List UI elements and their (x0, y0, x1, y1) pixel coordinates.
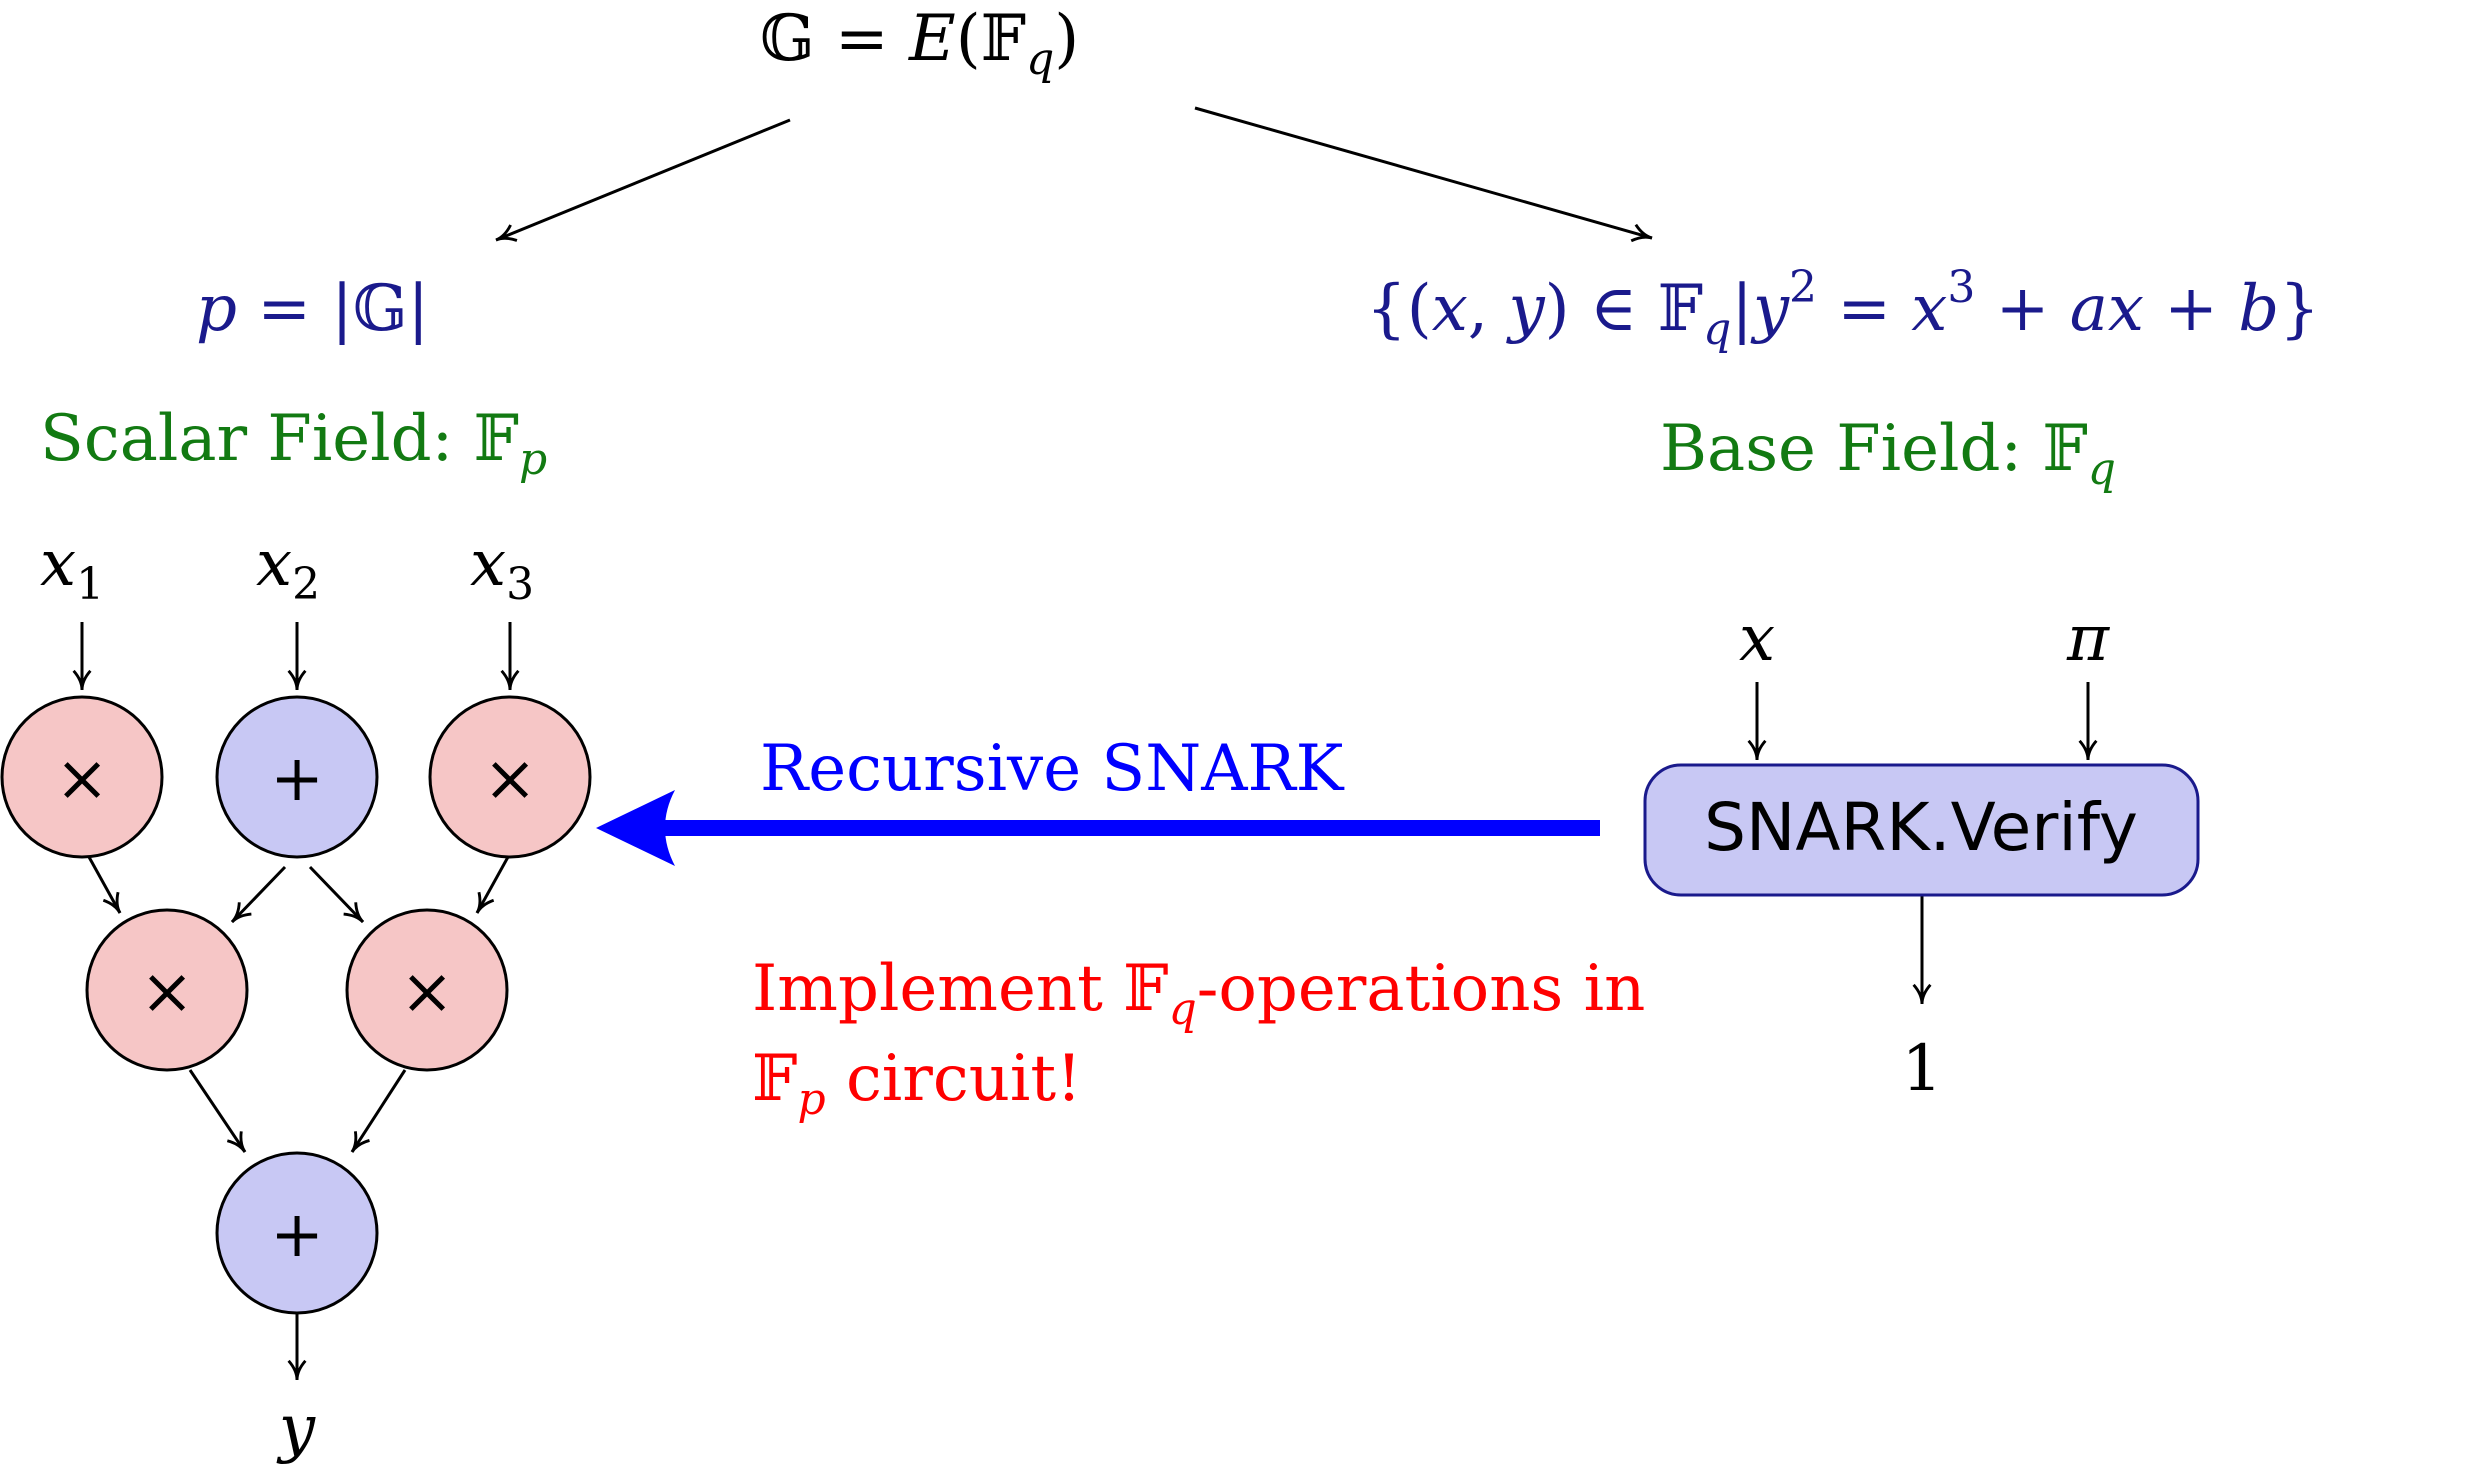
arrow-to-scalar-order (495, 118, 791, 242)
wire-g5-g6 (350, 1069, 407, 1153)
set-eq: = (1817, 272, 1911, 346)
order-eq: = | (237, 272, 353, 346)
times-icon: × (140, 955, 194, 1029)
set-b: b (2238, 272, 2279, 346)
set-bar: | (1731, 272, 1753, 346)
implement-note: Implement 𝔽q-operations in 𝔽p circuit! (752, 952, 1645, 1125)
circuit-gates: × + × × × + (0, 695, 592, 1315)
input-x2: x2 (256, 527, 320, 610)
verifier-inputs: x π (1739, 602, 2110, 676)
circuit-inputs: x1 x2 x3 (40, 527, 534, 610)
scalar-field-text: Scalar Field: (40, 402, 474, 476)
group-symbol: 𝔾 (760, 2, 815, 76)
set-comma: , (1468, 272, 1509, 346)
set-y: y (1505, 272, 1545, 346)
set-in: ) ∈ (1545, 272, 1658, 346)
set-close: } (2279, 272, 2320, 346)
right-paren: ) (1054, 2, 1079, 76)
set-field: 𝔽 (1658, 272, 1703, 346)
svg-text:𝔾 = E(𝔽q): 𝔾 = E(𝔽q) (760, 2, 1079, 85)
verifier-input-pi: π (2066, 602, 2110, 676)
verifier-output: 1 (1902, 1032, 1943, 1106)
svg-text:{(x, y) ∈ 𝔽q|y2 = x3 + ax + b: {(x, y) ∈ 𝔽q|y2 = x3 + ax + b} (1366, 262, 2320, 355)
set-exp2: 2 (1789, 262, 1817, 313)
order-p: p (196, 272, 237, 346)
arrow-to-curve-set (1194, 106, 1653, 243)
input-x1: x1 (40, 527, 104, 610)
field-symbol: 𝔽 (981, 2, 1026, 76)
times-icon: × (55, 742, 109, 816)
input-x3: x3 (470, 527, 534, 610)
scalar-field-symbol: 𝔽 (474, 402, 519, 476)
wire-g2-g4 (230, 865, 287, 924)
gate-add-1: + (215, 695, 379, 859)
svg-text:p = |𝔾|: p = |𝔾| (196, 272, 429, 346)
implement-note-line1: Implement 𝔽q-operations in (752, 952, 1645, 1035)
curve-point-set: {(x, y) ∈ 𝔽q|y2 = x3 + ax + b} (1366, 262, 2320, 355)
base-field-label: Base Field: 𝔽q (1660, 412, 2116, 495)
order-group-symbol: 𝔾 (353, 272, 408, 346)
recursive-snark-label: Recursive SNARK (760, 732, 1345, 806)
verifier-input-x: x (1739, 602, 1775, 676)
scalar-order: p = |𝔾| (196, 272, 429, 346)
equals-sign: = (815, 2, 909, 76)
times-icon: × (483, 742, 537, 816)
gate-mul-1: × (0, 695, 164, 859)
order-bar: | (408, 272, 430, 346)
gate-mul-2: × (428, 695, 592, 859)
svg-text:Scalar Field: 𝔽p: Scalar Field: 𝔽p (40, 402, 547, 485)
set-exp3: 3 (1947, 262, 1975, 313)
set-y2: y (1750, 272, 1790, 346)
wire-g4-g6 (188, 1069, 247, 1153)
circuit-output-y: y (276, 1392, 316, 1466)
set-plus2: + (2144, 272, 2238, 346)
curve-symbol: E (908, 2, 956, 76)
base-field-symbol: 𝔽 (2042, 412, 2087, 486)
gate-mul-4: × (345, 908, 509, 1072)
arrowhead-left-icon (596, 790, 675, 866)
wire-g2-g5 (308, 865, 365, 924)
implement-note-line2: 𝔽p circuit! (752, 1042, 1082, 1125)
set-x1: x (2108, 272, 2144, 346)
set-plus1: + (1975, 272, 2069, 346)
svg-text:Base Field: 𝔽q: Base Field: 𝔽q (1660, 412, 2116, 495)
gate-add-2: + (215, 1151, 379, 1315)
base-field-sub: q (2088, 444, 2116, 495)
verifier-wires (1747, 682, 2098, 1005)
base-field-text: Base Field: (1660, 412, 2042, 486)
scalar-field-sub: p (519, 434, 547, 485)
set-x: x (1432, 272, 1468, 346)
plus-icon: + (270, 742, 324, 816)
snark-verify-label: SNARK.Verify (1704, 789, 2138, 866)
wire-g1-g4 (87, 856, 122, 914)
plus-icon: + (270, 1198, 324, 1272)
set-a: a (2070, 272, 2108, 346)
set-x3: x (1911, 272, 1947, 346)
wire-g3-g5 (475, 856, 510, 914)
left-paren: ( (956, 2, 981, 76)
set-field-sub: q (1703, 304, 1731, 355)
recursive-snark-arrow (596, 790, 1600, 866)
times-icon: × (400, 955, 454, 1029)
gate-mul-3: × (85, 908, 249, 1072)
circuit-wires (72, 622, 520, 1381)
field-subscript: q (1026, 34, 1054, 85)
snark-verify-box: SNARK.Verify (1643, 763, 2200, 897)
group-definition: 𝔾 = E(𝔽q) (760, 2, 1079, 85)
set-open: {( (1366, 272, 1432, 346)
scalar-field-label: Scalar Field: 𝔽p (40, 402, 547, 485)
